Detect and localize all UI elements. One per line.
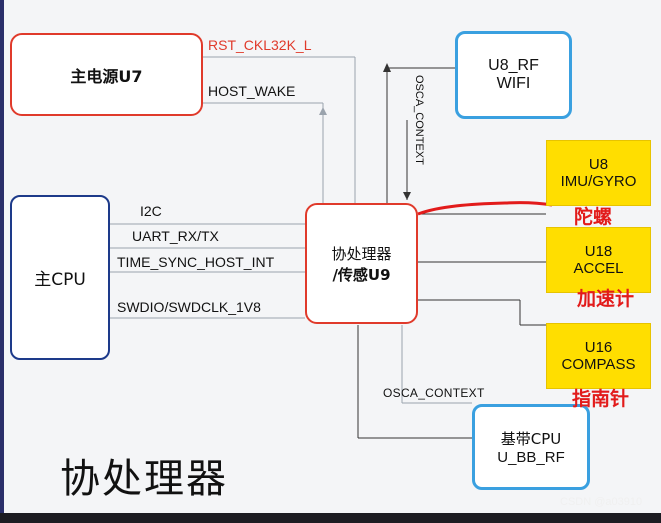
csdn-watermark: CSDN @a03910 bbox=[560, 496, 643, 508]
osca-bottom-label: OSCA_CONTEXT bbox=[383, 386, 485, 400]
host-wake-label: HOST_WAKE bbox=[208, 83, 296, 99]
coprocessor-u9-box: 协处理器 /传感U9 bbox=[305, 203, 418, 324]
accel-box: U18 ACCEL bbox=[546, 227, 651, 293]
baseband-line2: U_BB_RF bbox=[497, 449, 565, 466]
rf-link-arrow bbox=[383, 63, 391, 72]
coprocessor-line2: /传感U9 bbox=[332, 265, 391, 284]
i2c-label: I2C bbox=[140, 203, 162, 219]
accel-line2: ACCEL bbox=[573, 260, 624, 277]
rf-wifi-line2: WIFI bbox=[496, 75, 531, 92]
swd-label: SWDIO/SWDCLK_1V8 bbox=[117, 299, 261, 315]
accel-annotation: 加速计 bbox=[577, 288, 635, 310]
main-cpu-label: 主CPU bbox=[34, 270, 86, 290]
power-u7-box: 主电源U7 bbox=[10, 33, 203, 116]
host-wake-arrow bbox=[319, 107, 327, 115]
compass-box: U16 COMPASS bbox=[546, 323, 651, 389]
main-cpu-box: 主CPU bbox=[10, 195, 110, 360]
power-u7-label: 主电源U7 bbox=[70, 66, 143, 86]
osca-vertical-label: OSCA_CONTEXT bbox=[413, 75, 425, 165]
uart-label: UART_RX/TX bbox=[132, 228, 219, 244]
rst-signal-label: RST_CKL32K_L bbox=[208, 37, 312, 53]
time-sync-label: TIME_SYNC_HOST_INT bbox=[117, 254, 275, 270]
rst-signal-text: RST_CKL32K_L bbox=[208, 37, 312, 53]
compass-annotation: 指南针 bbox=[572, 388, 630, 410]
coprocessor-line1: 协处理器 bbox=[331, 244, 392, 263]
slide-title: 协处理器 bbox=[60, 456, 228, 502]
imu-line2: IMU/GYRO bbox=[560, 173, 637, 190]
rf-wifi-box: U8_RF WIFI bbox=[455, 31, 572, 119]
imu-gyro-box: U8 IMU/GYRO bbox=[546, 140, 651, 206]
compass-line2: COMPASS bbox=[561, 356, 636, 373]
gyro-handdrawn-stroke bbox=[417, 201, 553, 216]
rf-wifi-line1: U8_RF bbox=[488, 57, 539, 74]
left-edge-strip bbox=[0, 0, 4, 523]
baseband-line1: 基带CPU bbox=[500, 430, 562, 448]
imu-line1: U8 bbox=[588, 156, 609, 173]
bottom-edge-strip bbox=[0, 513, 661, 523]
accel-line1: U18 bbox=[584, 243, 613, 260]
baseband-box: 基带CPU U_BB_RF bbox=[472, 404, 590, 490]
osca-return-arrow bbox=[403, 192, 411, 200]
compass-line1: U16 bbox=[584, 339, 613, 356]
gyro-annotation: 陀螺 bbox=[574, 206, 613, 228]
